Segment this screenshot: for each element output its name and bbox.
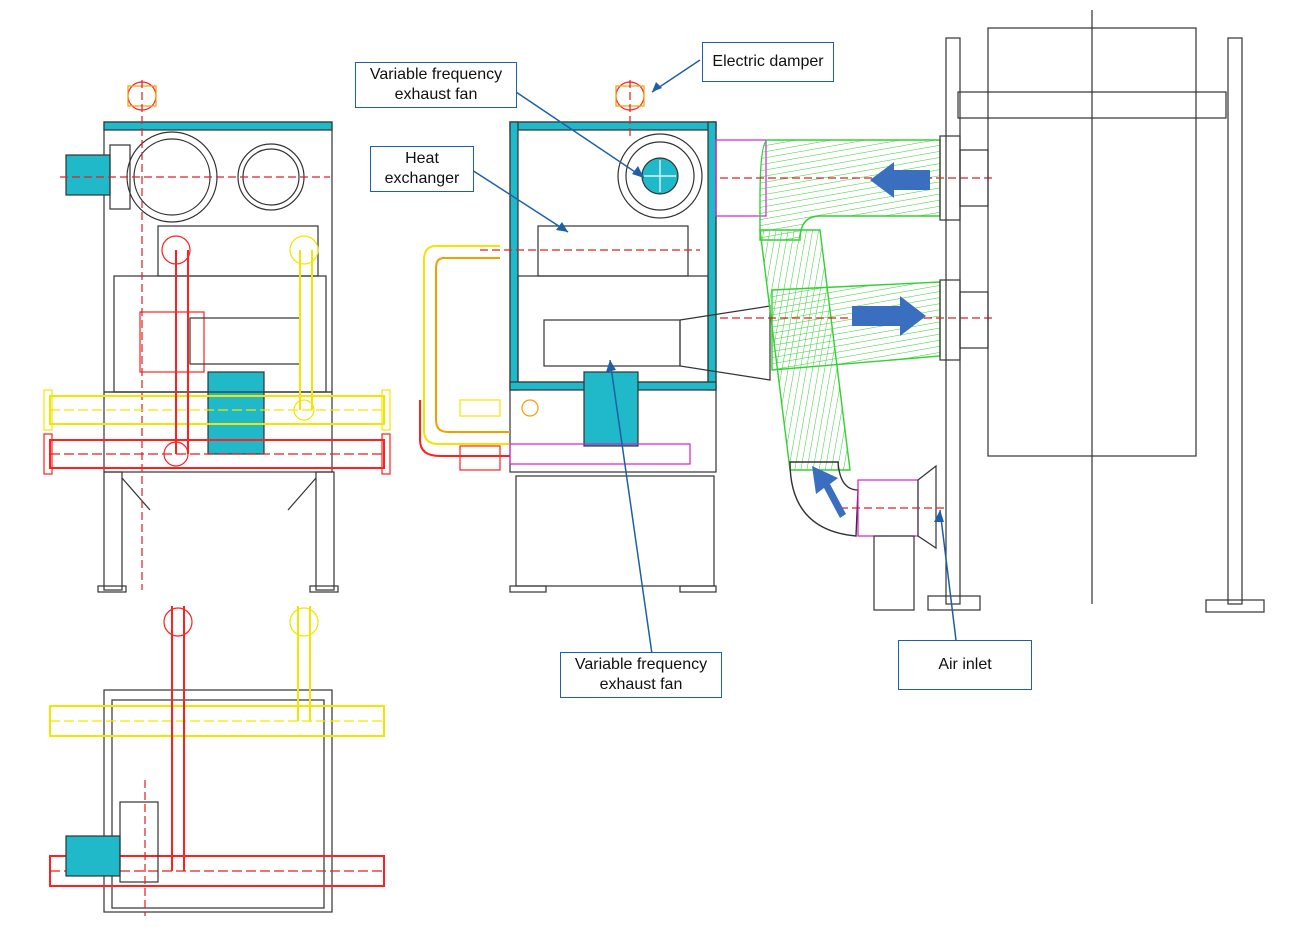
- air-inlet-label: Air inlet: [898, 640, 1032, 690]
- machine-frame: [927, 10, 1265, 613]
- plan-view: [49, 606, 385, 916]
- flexible-ducts: [759, 139, 941, 537]
- leader-arrowheads: [556, 82, 944, 522]
- leader-lines: [471, 59, 957, 655]
- flow-arrow-icon: [812, 162, 930, 518]
- heat-exchanger-label: Heat exchanger: [370, 146, 474, 192]
- electric-damper-label: Electric damper: [702, 42, 834, 82]
- vf-exhaust-fan-top-label: Variable frequency exhaust fan: [355, 62, 517, 108]
- fan-impeller-icon: [641, 157, 679, 195]
- vf-exhaust-fan-bottom-label: Variable frequency exhaust fan: [560, 652, 722, 698]
- front-view: [43, 80, 391, 593]
